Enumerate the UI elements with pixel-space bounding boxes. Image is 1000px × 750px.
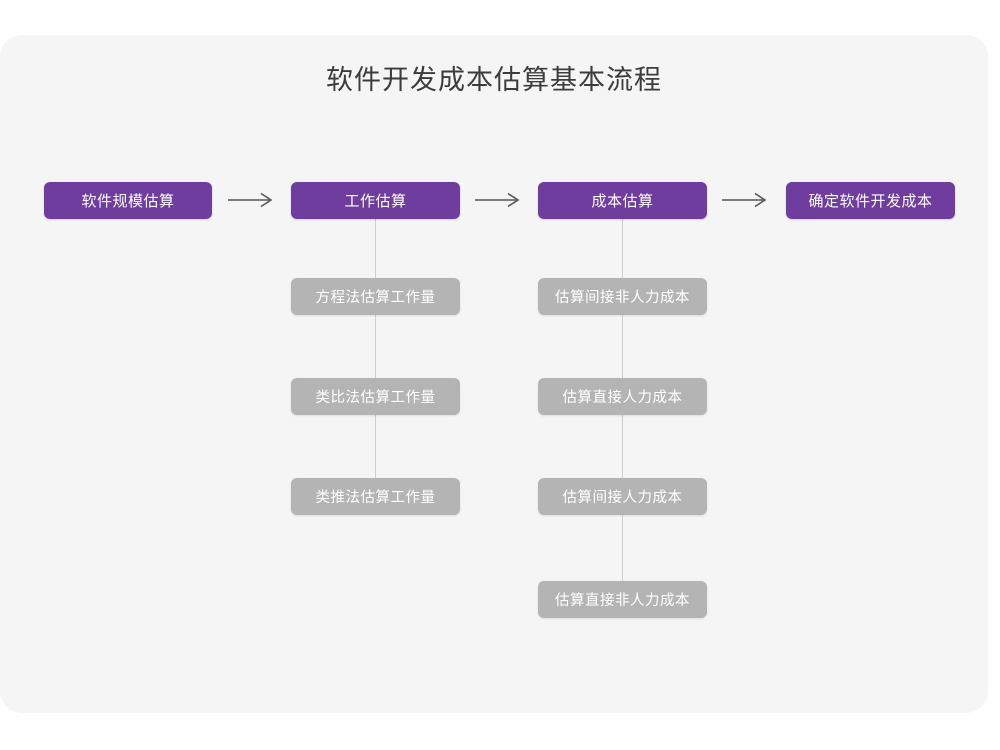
branch-node-analogy-method-workload[interactable]: 类比法估算工作量 [291,378,460,415]
flow-node-cost-estimation[interactable]: 成本估算 [538,182,707,219]
node-label: 估算间接非人力成本 [555,290,690,306]
page-title: 软件开发成本估算基本流程 [326,65,662,95]
node-label: 类推法估算工作量 [315,490,436,506]
node-label: 类比法估算工作量 [315,390,436,406]
connector-line-branch-left [375,219,376,509]
node-label: 估算间接人力成本 [562,490,683,506]
node-label: 工作估算 [344,193,407,210]
branch-node-direct-labor-cost[interactable]: 估算直接人力成本 [538,378,707,415]
arrow-step1-to-step2 [228,190,276,210]
node-label: 成本估算 [591,193,654,210]
flow-node-determine-development-cost[interactable]: 确定软件开发成本 [786,182,955,219]
flow-node-work-estimation[interactable]: 工作估算 [291,182,460,219]
branch-node-indirect-nonlabor-cost[interactable]: 估算间接非人力成本 [538,278,707,315]
branch-node-indirect-labor-cost[interactable]: 估算间接人力成本 [538,478,707,515]
connector-line-branch-right [622,219,623,612]
diagram-card [0,35,988,713]
arrow-step2-to-step3 [475,190,523,210]
branch-node-direct-nonlabor-cost[interactable]: 估算直接非人力成本 [538,581,707,618]
node-label: 估算直接人力成本 [562,390,683,406]
node-label: 估算直接非人力成本 [555,593,690,609]
arrow-step3-to-step4 [722,190,770,210]
node-label: 确定软件开发成本 [808,193,933,210]
branch-node-equation-method-workload[interactable]: 方程法估算工作量 [291,278,460,315]
node-label: 方程法估算工作量 [315,290,436,306]
flow-node-software-scale-estimation[interactable]: 软件规模估算 [44,182,212,219]
flowchart: 软件规模估算 工作估算 成本估算 确定软件开发成本 方程法估算工作量 类比法估算… [44,182,955,618]
node-label: 软件规模估算 [81,193,175,210]
branch-node-analogue-method-workload[interactable]: 类推法估算工作量 [291,478,460,515]
